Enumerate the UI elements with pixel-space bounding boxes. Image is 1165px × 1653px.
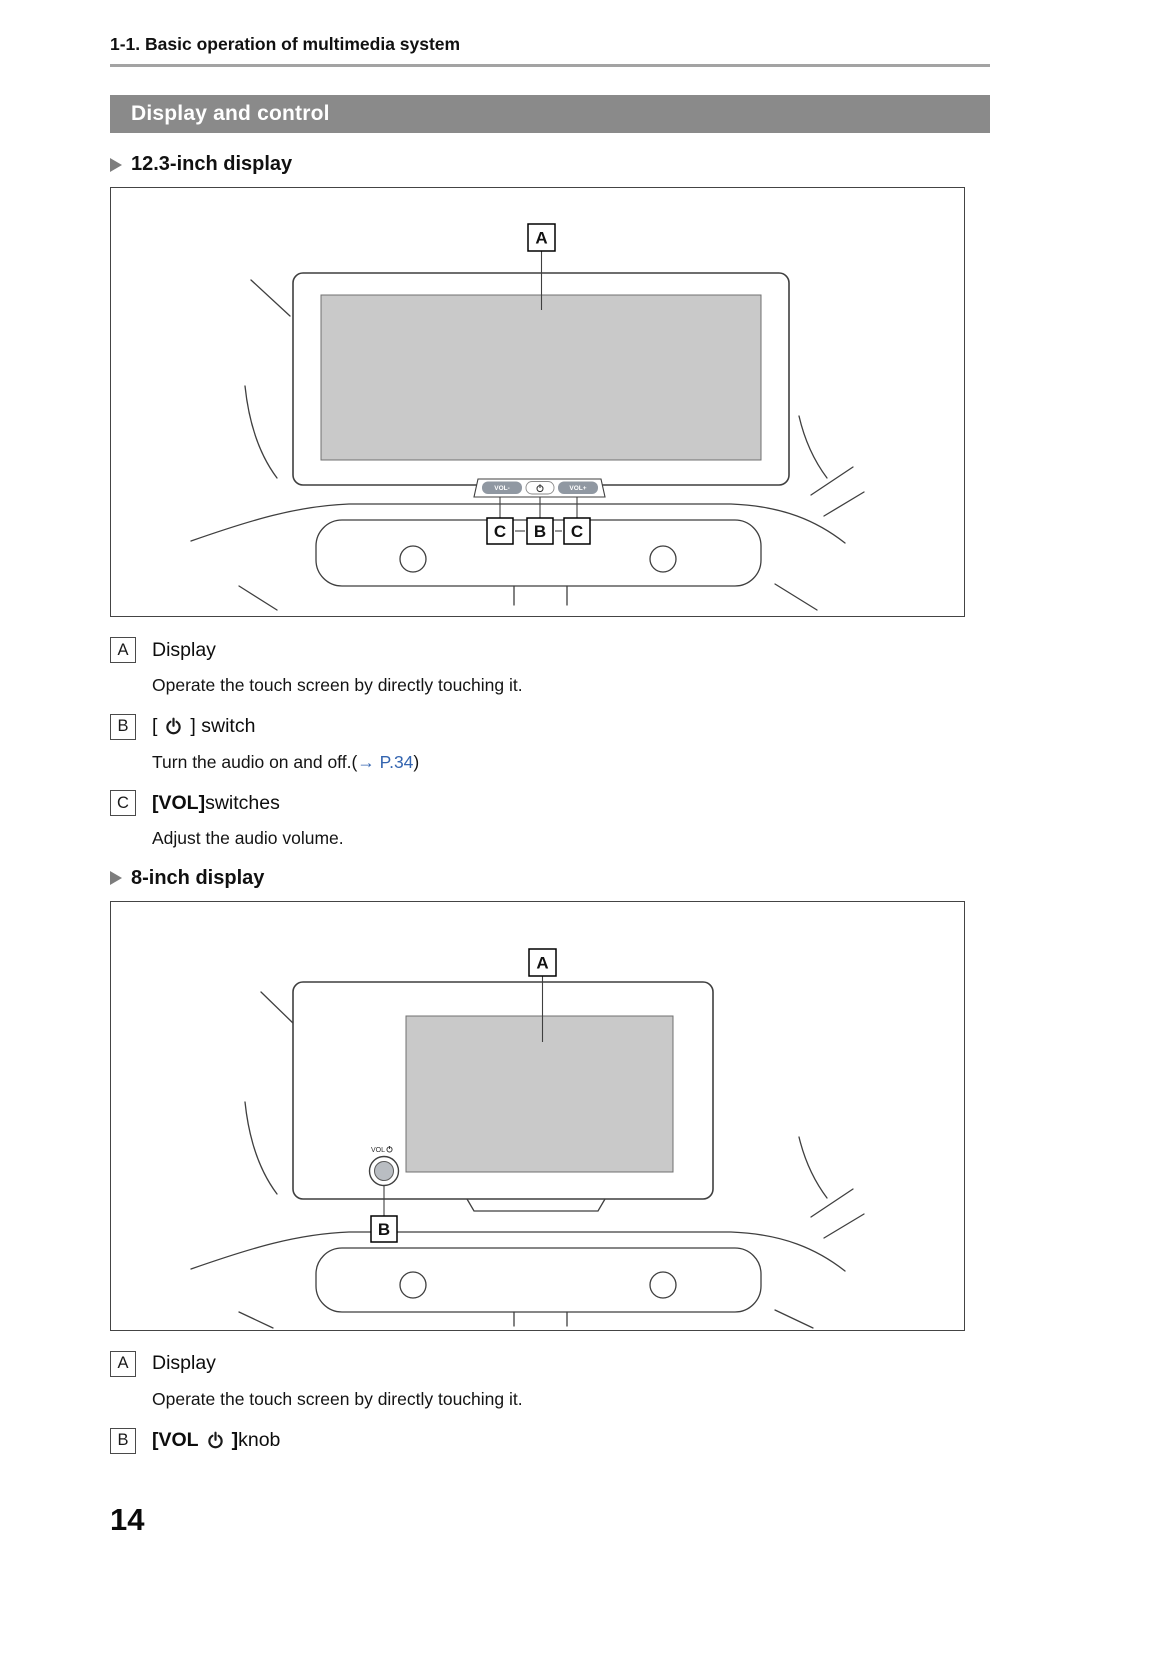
legend-item-vol-switches: C [VOL] switches Adjust the audio volume… (110, 790, 990, 851)
callout-b-label: B (378, 1220, 390, 1239)
item-head: B [VOL] knob (110, 1427, 990, 1454)
callout-a-label: A (536, 953, 548, 972)
callout-box-b (370, 1215, 398, 1243)
figure-8-inch-display: VOL A B (110, 900, 965, 1331)
callout-box-c-left (486, 517, 514, 545)
legend-item-display: A Display Operate the touch screen by di… (110, 1350, 990, 1412)
legend-item-vol-knob: B [VOL] knob (110, 1427, 990, 1454)
subheading-text: 12.3-inch display (131, 153, 293, 175)
item-head: C [VOL] switches (110, 790, 990, 817)
callout-box-c-right (563, 517, 591, 545)
subheading-12-inch: 12.3-inch display (110, 153, 990, 176)
item-desc-vol-switches: Adjust the audio volume. (152, 828, 344, 849)
callout-a: A (110, 637, 136, 663)
power-icon (166, 717, 182, 735)
vol-minus-button (482, 481, 522, 494)
item-title-display: Display (152, 638, 216, 661)
leader-lines (383, 975, 544, 1216)
item-desc-display: Operate the touch screen by directly tou… (152, 675, 523, 695)
page-number: 14 (110, 1502, 145, 1537)
callout-box-b (526, 517, 554, 545)
item-desc-display: Operate the touch screen by directly tou… (152, 1388, 523, 1409)
item-title-vol-switches: [VOL] switches (152, 792, 280, 815)
button-pod: VOL- VOL+ (473, 478, 606, 498)
callout-box-a (527, 223, 556, 252)
item-head: A Display (110, 637, 990, 663)
desc-text: Turn the audio on and off.( (152, 751, 358, 772)
display-unit: VOL (292, 981, 714, 1200)
header-rule (110, 64, 990, 67)
vol-plus-button (558, 481, 598, 494)
title-rest: knob (238, 1429, 281, 1451)
volume-knob (368, 1155, 400, 1187)
item-title-power-switch: [ ] switch (152, 715, 255, 738)
subheading-text: 8-inch display (131, 866, 265, 889)
vol-bold-text: [VOL] (152, 791, 206, 814)
display-screen (405, 1015, 674, 1173)
figure-12-inch-display: VOL- VOL+ (110, 187, 965, 617)
section-banner: Display and control (110, 95, 990, 133)
leader-lines (499, 251, 578, 532)
figure-callouts: A C B C (486, 223, 591, 545)
callout-b-label: B (534, 522, 546, 541)
legend-item-power-switch: B [ ] switch Turn the audio on and off.(→… (110, 713, 990, 775)
figure-callouts: A B (370, 948, 557, 1243)
breadcrumb: 1-1. Basic operation of multimedia syste… (110, 34, 461, 54)
legend-8-inch: A Display Operate the touch screen by di… (110, 1350, 990, 1454)
callout-box-a (528, 948, 557, 977)
bracket-close: ] switch (190, 715, 256, 738)
item-head: B [ ] switch (110, 713, 990, 740)
item-desc-power-switch: Turn the audio on and off.(→ P.34) (152, 751, 990, 775)
display-screen (320, 294, 762, 461)
item-title-display: Display (152, 1352, 216, 1375)
vol-minus-label: VOL- (494, 485, 510, 492)
dashboard-line-art (190, 279, 865, 611)
dashboard-line-art (190, 991, 865, 1329)
callout-c: C (110, 790, 136, 817)
callout-a-label: A (535, 229, 547, 248)
callout-b: B (110, 1427, 136, 1454)
callout-c-right-label: C (571, 522, 583, 541)
knob-vol-label: VOL (371, 1147, 385, 1154)
triangle-bullet-icon (110, 871, 122, 886)
desc-text-close: ) (413, 751, 420, 772)
section-banner-title: Display and control (131, 102, 330, 125)
power-icon (207, 1431, 223, 1449)
vol-bold-close: ] (231, 1429, 239, 1451)
vol-bold-open: [VOL (152, 1429, 199, 1451)
display-unit (292, 272, 790, 486)
subheading-8-inch: 8-inch display (110, 867, 990, 890)
figure-12-inch-art: VOL- VOL+ (190, 223, 865, 611)
callout-c-left-label: C (494, 522, 506, 541)
figure-8-inch-art: VOL A B (190, 948, 865, 1329)
page-ref-link[interactable]: → P.34 (357, 751, 414, 772)
item-title-vol-knob: [VOL] knob (152, 1429, 280, 1452)
callout-a: A (110, 1350, 136, 1377)
title-rest: switches (205, 791, 280, 814)
callout-b: B (110, 713, 136, 740)
knob-power-icon (386, 1145, 393, 1153)
legend-item-display: A Display Operate the touch screen by di… (110, 637, 990, 698)
triangle-bullet-icon (110, 157, 122, 172)
power-button-icon (536, 484, 544, 493)
bracket-open: [ (152, 715, 158, 738)
item-head: A Display (110, 1350, 990, 1377)
legend-12-inch: A Display Operate the touch screen by di… (110, 637, 990, 851)
page-content: 1-1. Basic operation of multimedia syste… (110, 0, 990, 1454)
vol-plus-label: VOL+ (569, 485, 586, 492)
